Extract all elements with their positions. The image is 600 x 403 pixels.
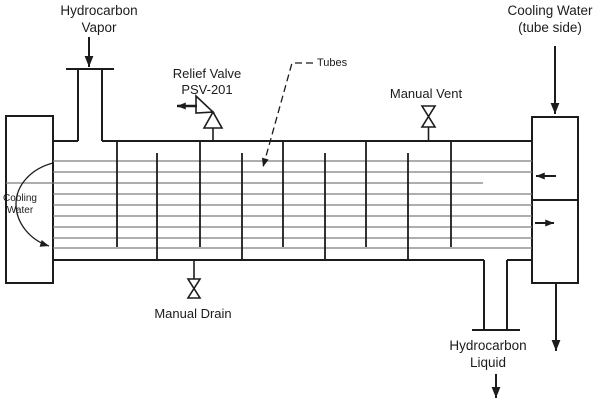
left-channel-head: [5, 115, 54, 284]
manual-drain-valve-symbol: [186, 260, 202, 299]
hydrocarbon-liquid-label: Hydrocarbon Liquid: [428, 337, 548, 371]
relief-valve-outlet-triangle: [195, 94, 215, 114]
vent-valve-lower-triangle: [420, 114, 437, 128]
vapor-inlet-nozzle: [77, 69, 103, 141]
relief-valve-symbol: [177, 94, 224, 141]
relief-valve-label: Relief Valve PSV-201: [163, 66, 251, 98]
tubes-leader-line: [261, 62, 313, 168]
vent-valve-upper-triangle: [420, 105, 437, 119]
cooling-water-return-label: Cooling Water: [0, 193, 40, 217]
relief-valve-tag: PSV-201: [181, 82, 233, 97]
cooling-water-return-line2: Water: [6, 205, 34, 216]
tubes-label: Tubes: [317, 57, 357, 70]
manual-drain-text: Manual Drain: [154, 306, 232, 321]
drain-valve-lower-triangle: [186, 287, 202, 299]
manual-vent-label: Manual Vent: [376, 86, 476, 102]
cooling-water-turn-arrow: [15, 162, 54, 247]
cooling-water-return-line1: Cooling: [3, 193, 37, 204]
manual-vent-valve-symbol: [420, 105, 437, 141]
baffles-top: [116, 141, 452, 247]
liquid-outlet-nozzle: [483, 260, 508, 330]
hydrocarbon-liquid-line2: Liquid: [469, 355, 507, 370]
cooling-water-inlet-label: Cooling Water (tube side): [489, 2, 600, 36]
tubes-label-text: Tubes: [317, 57, 348, 69]
hydrocarbon-vapor-line2: Vapor: [81, 20, 117, 35]
drain-valve-upper-triangle: [186, 278, 202, 290]
hydrocarbon-vapor-label: Hydrocarbon Vapor: [38, 2, 160, 36]
manual-vent-text: Manual Vent: [389, 86, 463, 101]
relief-valve-inlet-triangle: [202, 110, 224, 129]
hydrocarbon-vapor-line1: Hydrocarbon: [60, 3, 138, 18]
relief-valve-line1: Relief Valve: [172, 66, 242, 81]
cooling-water-inlet-line1: Cooling Water: [507, 3, 593, 18]
manual-drain-label: Manual Drain: [143, 306, 243, 322]
baffles-bottom: [156, 153, 409, 260]
tube-lines: [53, 160, 532, 249]
cooling-water-inlet-line2: (tube side): [518, 20, 582, 35]
hydrocarbon-liquid-line1: Hydrocarbon: [449, 338, 527, 353]
